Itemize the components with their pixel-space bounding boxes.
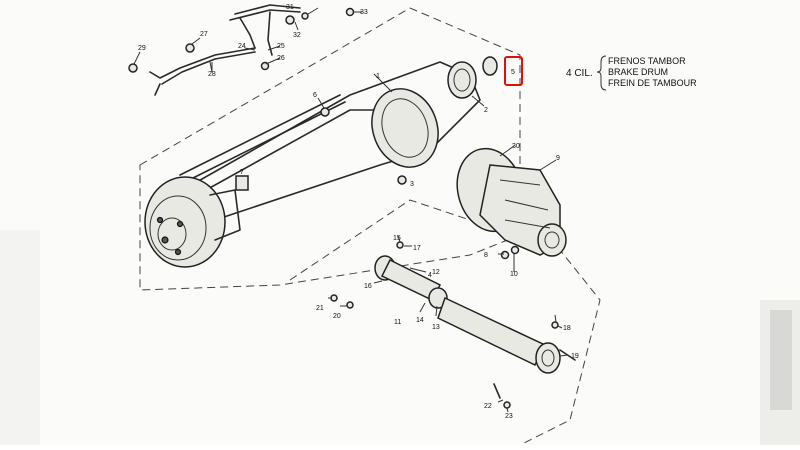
callout-22: 22 bbox=[484, 403, 492, 410]
callout-8: 8 bbox=[484, 252, 488, 259]
legend: 4 CIL. FRENOS TAMBOR BRAKE DRUM FREIN DE… bbox=[566, 55, 697, 91]
callout-numbers: 1 2 3 4 5 6 7 8 9 10 11 12 13 14 15 16 1… bbox=[138, 4, 579, 420]
highlight-box bbox=[504, 56, 523, 86]
callout-15: 15 bbox=[393, 235, 401, 242]
callout-32: 32 bbox=[293, 32, 301, 39]
axle-housing bbox=[164, 56, 498, 226]
callout-23: 23 bbox=[505, 413, 513, 420]
leader-lines bbox=[133, 7, 569, 413]
callout-28: 28 bbox=[208, 71, 216, 78]
callout-29: 29 bbox=[138, 45, 146, 52]
callout-24: 24 bbox=[238, 43, 246, 50]
callout-7: 7 bbox=[240, 169, 244, 176]
callout-18: 18 bbox=[563, 325, 571, 332]
legend-line-3: FREIN DE TAMBOUR bbox=[608, 78, 697, 88]
legend-line-2: BRAKE DRUM bbox=[608, 67, 668, 77]
brake-line-assembly bbox=[128, 4, 355, 96]
callout-14: 14 bbox=[416, 317, 424, 324]
callout-2: 2 bbox=[484, 107, 488, 114]
callout-21: 21 bbox=[316, 305, 324, 312]
brake-drum bbox=[144, 176, 241, 268]
callout-9: 9 bbox=[556, 155, 560, 162]
callout-12: 12 bbox=[432, 269, 440, 276]
callout-19: 19 bbox=[571, 353, 579, 360]
callout-26: 26 bbox=[277, 55, 285, 62]
callout-33: 33 bbox=[360, 9, 368, 16]
dashed-outlines bbox=[139, 7, 601, 446]
callout-11: 11 bbox=[394, 319, 401, 326]
callout-25: 25 bbox=[277, 43, 285, 50]
differential-carrier bbox=[456, 147, 567, 260]
callout-1: 1 bbox=[376, 73, 380, 80]
callout-30: 30 bbox=[512, 143, 520, 150]
propeller-shaft bbox=[330, 241, 576, 409]
callout-20: 20 bbox=[333, 313, 341, 320]
callout-17: 17 bbox=[413, 245, 421, 252]
callout-5: 5 bbox=[511, 69, 515, 76]
callout-27: 27 bbox=[200, 31, 208, 38]
callout-16: 16 bbox=[364, 283, 372, 290]
legend-cylinders: 4 CIL. bbox=[566, 68, 593, 79]
callout-4: 4 bbox=[428, 272, 432, 279]
callout-13: 13 bbox=[432, 324, 440, 331]
callout-6: 6 bbox=[313, 92, 317, 99]
legend-line-1: FRENOS TAMBOR bbox=[608, 56, 686, 66]
callout-31: 31 bbox=[286, 4, 294, 11]
scan-noise bbox=[0, 230, 800, 445]
callout-10: 10 bbox=[510, 271, 518, 278]
callout-3: 3 bbox=[410, 181, 414, 188]
